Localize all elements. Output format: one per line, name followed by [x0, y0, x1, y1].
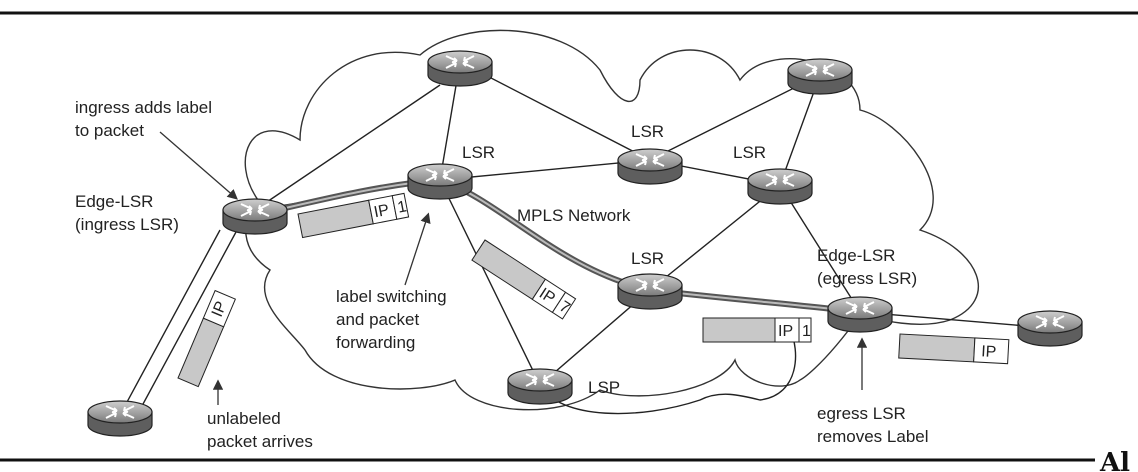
svg-text:1: 1 [802, 323, 811, 340]
packet-3: IP 1 [702, 317, 812, 343]
lsr-middle-label: LSR [631, 249, 664, 268]
label-switching-line3: forwarding [336, 333, 415, 352]
router-lsr-left [407, 163, 473, 200]
lsp-path [254, 176, 861, 315]
unlabeled-line2: packet arrives [207, 432, 313, 451]
packet-1: IP 1 [297, 192, 410, 239]
router-egress [827, 296, 893, 333]
edge-ingress-line2: (ingress LSR) [75, 215, 179, 234]
egress-note-line1: egress LSR [817, 404, 906, 423]
ingress-note-line2: to packet [75, 121, 144, 140]
label-switching-line2: and packet [336, 310, 419, 329]
svg-text:IP: IP [209, 299, 231, 320]
router-lsp [507, 368, 573, 405]
label-switching-line1: label switching [336, 287, 447, 306]
svg-text:IP: IP [373, 202, 391, 222]
router-lsr-right [747, 168, 813, 205]
lsr-upper-label: LSR [462, 143, 495, 162]
packet-4: IP [898, 333, 1010, 365]
lsp-label: LSP [588, 378, 620, 397]
lsp-loop [539, 329, 797, 415]
links [119, 61, 1051, 418]
router-ingress [222, 198, 288, 235]
egress-note-line2: removes Label [817, 427, 929, 446]
router-top [427, 50, 493, 87]
packet-2: IP 7 [471, 239, 577, 320]
svg-text:1: 1 [396, 198, 408, 216]
svg-text:IP: IP [778, 323, 793, 340]
annotation-arrows [159, 131, 868, 405]
router-lsr-center [617, 148, 683, 185]
packet-5: IP [177, 289, 237, 388]
unlabeled-line1: unlabeled [207, 409, 281, 428]
edge-ingress-line1: Edge-LSR [75, 192, 153, 211]
lsr-right-label: LSR [733, 143, 766, 162]
router-top-right [787, 58, 853, 95]
mpls-network-label: MPLS Network [517, 206, 631, 225]
mpls-cloud [244, 29, 979, 411]
corner-mark: Al [1099, 448, 1130, 472]
router-destination [1017, 310, 1083, 347]
router-source [87, 400, 153, 437]
ingress-note-line1: ingress adds label [75, 98, 212, 117]
edge-egress-line2: (egress LSR) [817, 269, 917, 288]
lsr-top-label: LSR [631, 122, 664, 141]
edge-egress-line1: Edge-LSR [817, 246, 895, 265]
svg-text:IP: IP [981, 343, 997, 361]
router-lsr-middle [617, 273, 683, 310]
